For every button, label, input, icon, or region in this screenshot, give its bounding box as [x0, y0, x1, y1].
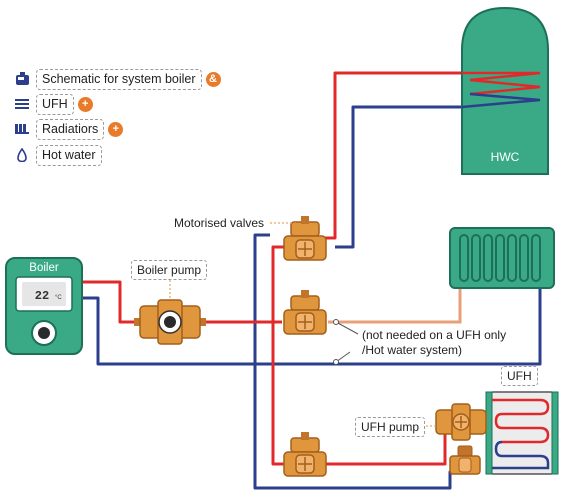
- legend-label-system-boiler: Schematic for system boiler: [36, 68, 202, 90]
- motorised-valve-radiators: [283, 290, 327, 335]
- flow-pipe-ufh-branch: [271, 322, 284, 466]
- ufh-icon: [14, 96, 30, 112]
- legend-label-hot-water: Hot water: [36, 144, 102, 166]
- radiator-icon: [14, 121, 30, 137]
- return-pipe-hwc: [335, 105, 462, 249]
- ufh-loop-return: [492, 440, 550, 470]
- note-pointers: [335, 321, 359, 363]
- radiator-flow-pipe: [328, 288, 462, 324]
- hwc-label: HWC: [491, 150, 520, 164]
- ufh-blending-valve: [449, 445, 481, 475]
- leader-lines: [169, 222, 440, 427]
- boiler-display-unit: °C: [55, 295, 62, 301]
- motorised-valve-hwc: [283, 216, 327, 261]
- boiler-label: Boiler: [29, 262, 59, 274]
- boiler-display-temp: 22: [35, 289, 49, 303]
- plus-badge: +: [77, 96, 93, 112]
- ufh-label: UFH: [501, 366, 538, 386]
- boiler: [5, 257, 83, 355]
- note-line-1: (not needed on a UFH only: [362, 328, 507, 342]
- legend-item-hot-water[interactable]: Hot water: [14, 144, 102, 166]
- legend-item-ufh[interactable]: UFH +: [14, 93, 93, 115]
- boiler-pump-label: Boiler pump: [131, 260, 208, 280]
- boiler-schematic-icon: [14, 71, 30, 87]
- boiler-pump: [134, 299, 206, 345]
- note-line-2: /Hot water system): [362, 343, 463, 357]
- hot-water-cylinder: [461, 6, 549, 175]
- note-pointer-dot-bottom: [333, 359, 339, 365]
- return-pipe-main: [80, 288, 542, 366]
- hwc-coil: [461, 71, 541, 109]
- ufh-pump-label: UFH pump: [355, 417, 426, 437]
- hot-water-icon: [14, 147, 30, 163]
- ufh-pump: [435, 403, 487, 441]
- legend-label-ufh: UFH: [36, 93, 74, 115]
- radiator: [449, 227, 555, 289]
- ufh-loop-flow: [492, 398, 550, 444]
- flow-pipe-hwc: [322, 71, 462, 240]
- ufh-manifold: [485, 391, 559, 475]
- flow-pipe-boiler: [80, 280, 138, 324]
- flow-pipe-manifold: [271, 245, 284, 324]
- legend-label-radiators: Radiatiors: [36, 118, 105, 140]
- motorised-valve-ufh: [283, 432, 327, 477]
- legend-item-radiators[interactable]: Radiatiors +: [14, 118, 124, 140]
- legend-item-system-boiler[interactable]: Schematic for system boiler &: [14, 68, 221, 90]
- note-pointer-dot-top: [333, 319, 339, 325]
- ampersand-badge: &: [205, 71, 221, 87]
- motorised-valves-label: Motorised valves: [174, 216, 265, 230]
- plus-badge: +: [108, 121, 124, 137]
